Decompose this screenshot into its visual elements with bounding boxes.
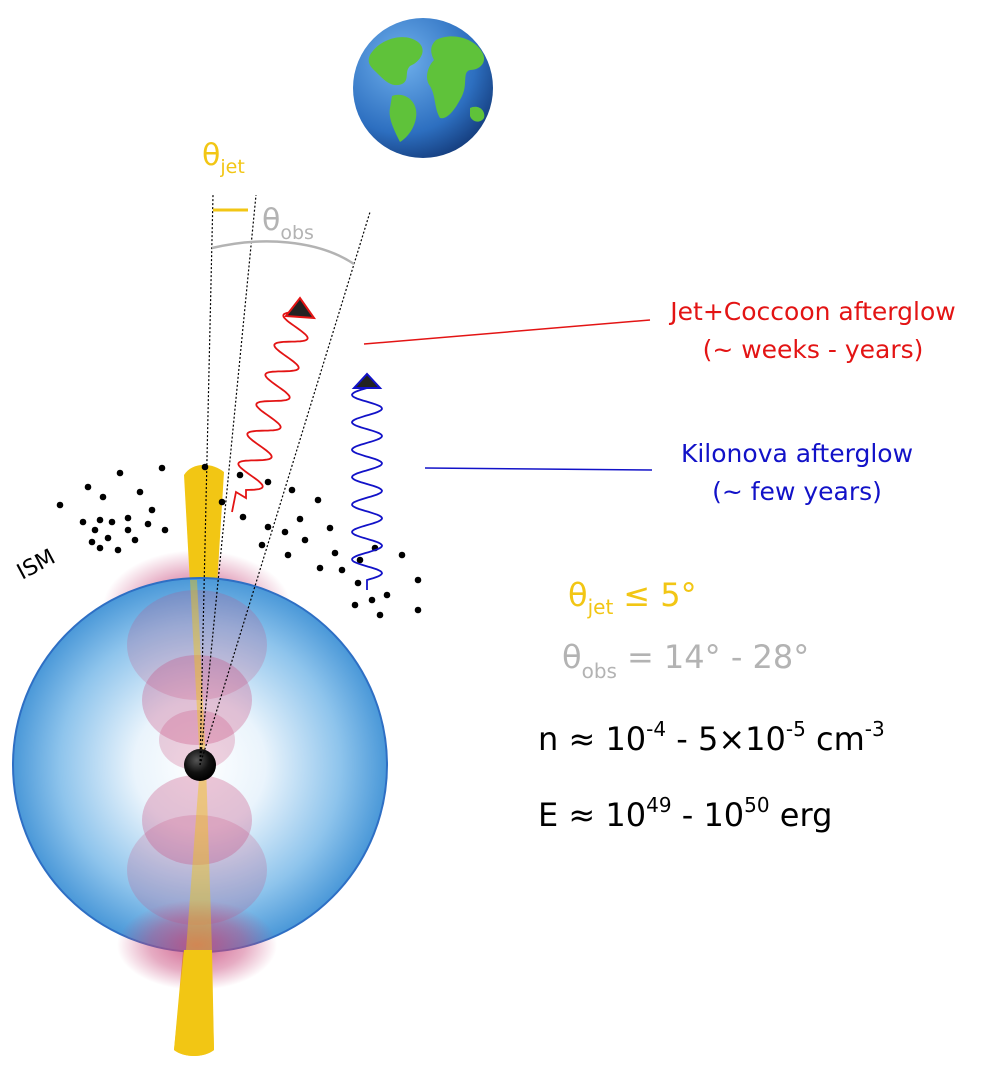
ism-dot — [301, 536, 309, 544]
ism-dot — [354, 579, 362, 587]
param-density: n ≈ 10-4 - 5×10-5 cm-3 — [538, 717, 885, 758]
ism-dot — [264, 523, 272, 531]
ism-dot — [331, 549, 339, 557]
ism-dot — [99, 493, 107, 501]
ism-dot — [158, 464, 166, 472]
jet-tail — [174, 950, 214, 1056]
theta-obs-label: θobs — [262, 203, 314, 244]
ism-dot — [296, 515, 304, 523]
ism-dot — [326, 524, 334, 532]
ism-dot — [376, 611, 384, 619]
ism-dot — [96, 516, 104, 524]
ism-dot — [88, 538, 96, 546]
ism-dot — [148, 506, 156, 514]
ism-dot — [236, 471, 244, 479]
kilonova-title: Kilonova afterglow — [681, 439, 913, 468]
ism-dot — [338, 566, 346, 574]
ism-dot — [239, 513, 247, 521]
sight-lines — [199, 194, 371, 766]
ism-dot — [124, 514, 132, 522]
jet-cocoon-title: Jet+Coccoon afterglow — [668, 297, 955, 326]
earth-icon — [353, 18, 493, 158]
ism-dot — [383, 591, 391, 599]
ism-dot — [131, 536, 139, 544]
ism-dot — [84, 483, 92, 491]
ism-dot — [124, 526, 132, 534]
ism-dot — [414, 606, 422, 614]
ism-dot — [264, 478, 272, 486]
ism-dot — [284, 551, 292, 559]
ism-dot — [314, 496, 322, 504]
ism-dot — [414, 576, 422, 584]
ism-dot — [288, 486, 296, 494]
kilonova-photon — [351, 372, 383, 590]
ism-dot — [316, 564, 324, 572]
kilonova-ejecta-sphere — [12, 577, 388, 990]
ism-dot — [368, 596, 376, 604]
ism-dot — [218, 498, 226, 506]
ism-dot — [161, 526, 169, 534]
ism-dot — [96, 544, 104, 552]
ism-dot — [398, 551, 406, 559]
jet-cocoon-photon — [231, 296, 317, 513]
jet-cocoon-timescale: (~ weeks - years) — [703, 335, 924, 364]
ism-dot — [201, 463, 209, 471]
ism-dot — [91, 526, 99, 534]
ism-dot — [281, 528, 289, 536]
ism-label: ISM — [13, 545, 60, 586]
param-theta-obs: θobs= 14° - 28° — [562, 638, 809, 683]
theta-jet-label: θjet — [202, 138, 245, 178]
ism-dot — [351, 601, 359, 609]
param-theta-jet: θjet≤ 5° — [568, 576, 697, 619]
ism-dot — [116, 469, 124, 477]
theta-obs-arc — [211, 240, 355, 266]
ism-dot — [104, 534, 112, 542]
ism-dot — [144, 520, 152, 528]
ism-dot — [114, 546, 122, 554]
ism-dot — [79, 518, 87, 526]
kilonova-timescale: (~ few years) — [712, 477, 882, 506]
jet-cocoon-leader — [363, 319, 651, 345]
ism-dot — [136, 488, 144, 496]
ism-dot — [56, 501, 64, 509]
ism-particles — [56, 463, 422, 619]
ism-dot — [258, 541, 266, 549]
param-energy: E ≈ 1049 - 1050 erg — [538, 793, 832, 834]
kilonova-leader — [424, 467, 653, 471]
ism-dot — [108, 518, 116, 526]
ism-dot — [356, 556, 364, 564]
